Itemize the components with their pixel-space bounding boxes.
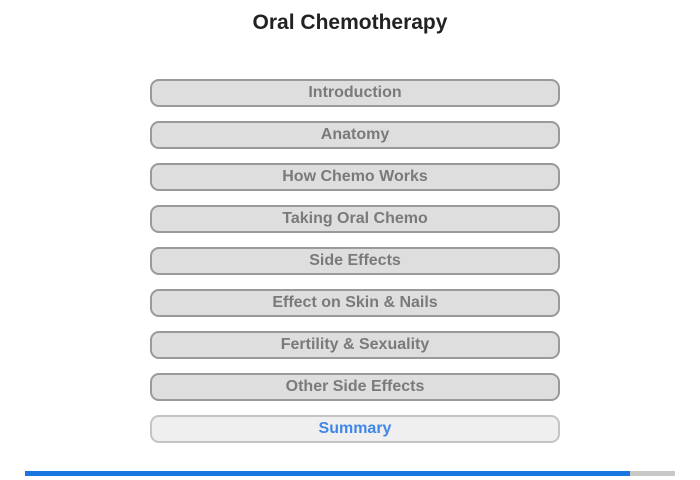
menu-item-effect-on-skin-nails[interactable]: Effect on Skin & Nails xyxy=(150,289,560,317)
page-title: Oral Chemotherapy xyxy=(252,11,448,34)
menu-item-fertility-sexuality[interactable]: Fertility & Sexuality xyxy=(150,331,560,359)
menu-item-taking-oral-chemo[interactable]: Taking Oral Chemo xyxy=(150,205,560,233)
menu-item-introduction[interactable]: Introduction xyxy=(150,79,560,107)
menu-item-anatomy[interactable]: Anatomy xyxy=(150,121,560,149)
menu-item-side-effects[interactable]: Side Effects xyxy=(150,247,560,275)
progress-bar xyxy=(25,471,675,476)
menu-item-summary[interactable]: Summary xyxy=(150,415,560,443)
menu-item-how-chemo-works[interactable]: How Chemo Works xyxy=(150,163,560,191)
menu-item-other-side-effects[interactable]: Other Side Effects xyxy=(150,373,560,401)
chapter-menu: Introduction Anatomy How Chemo Works Tak… xyxy=(150,79,560,457)
progress-bar-fill xyxy=(25,471,630,476)
